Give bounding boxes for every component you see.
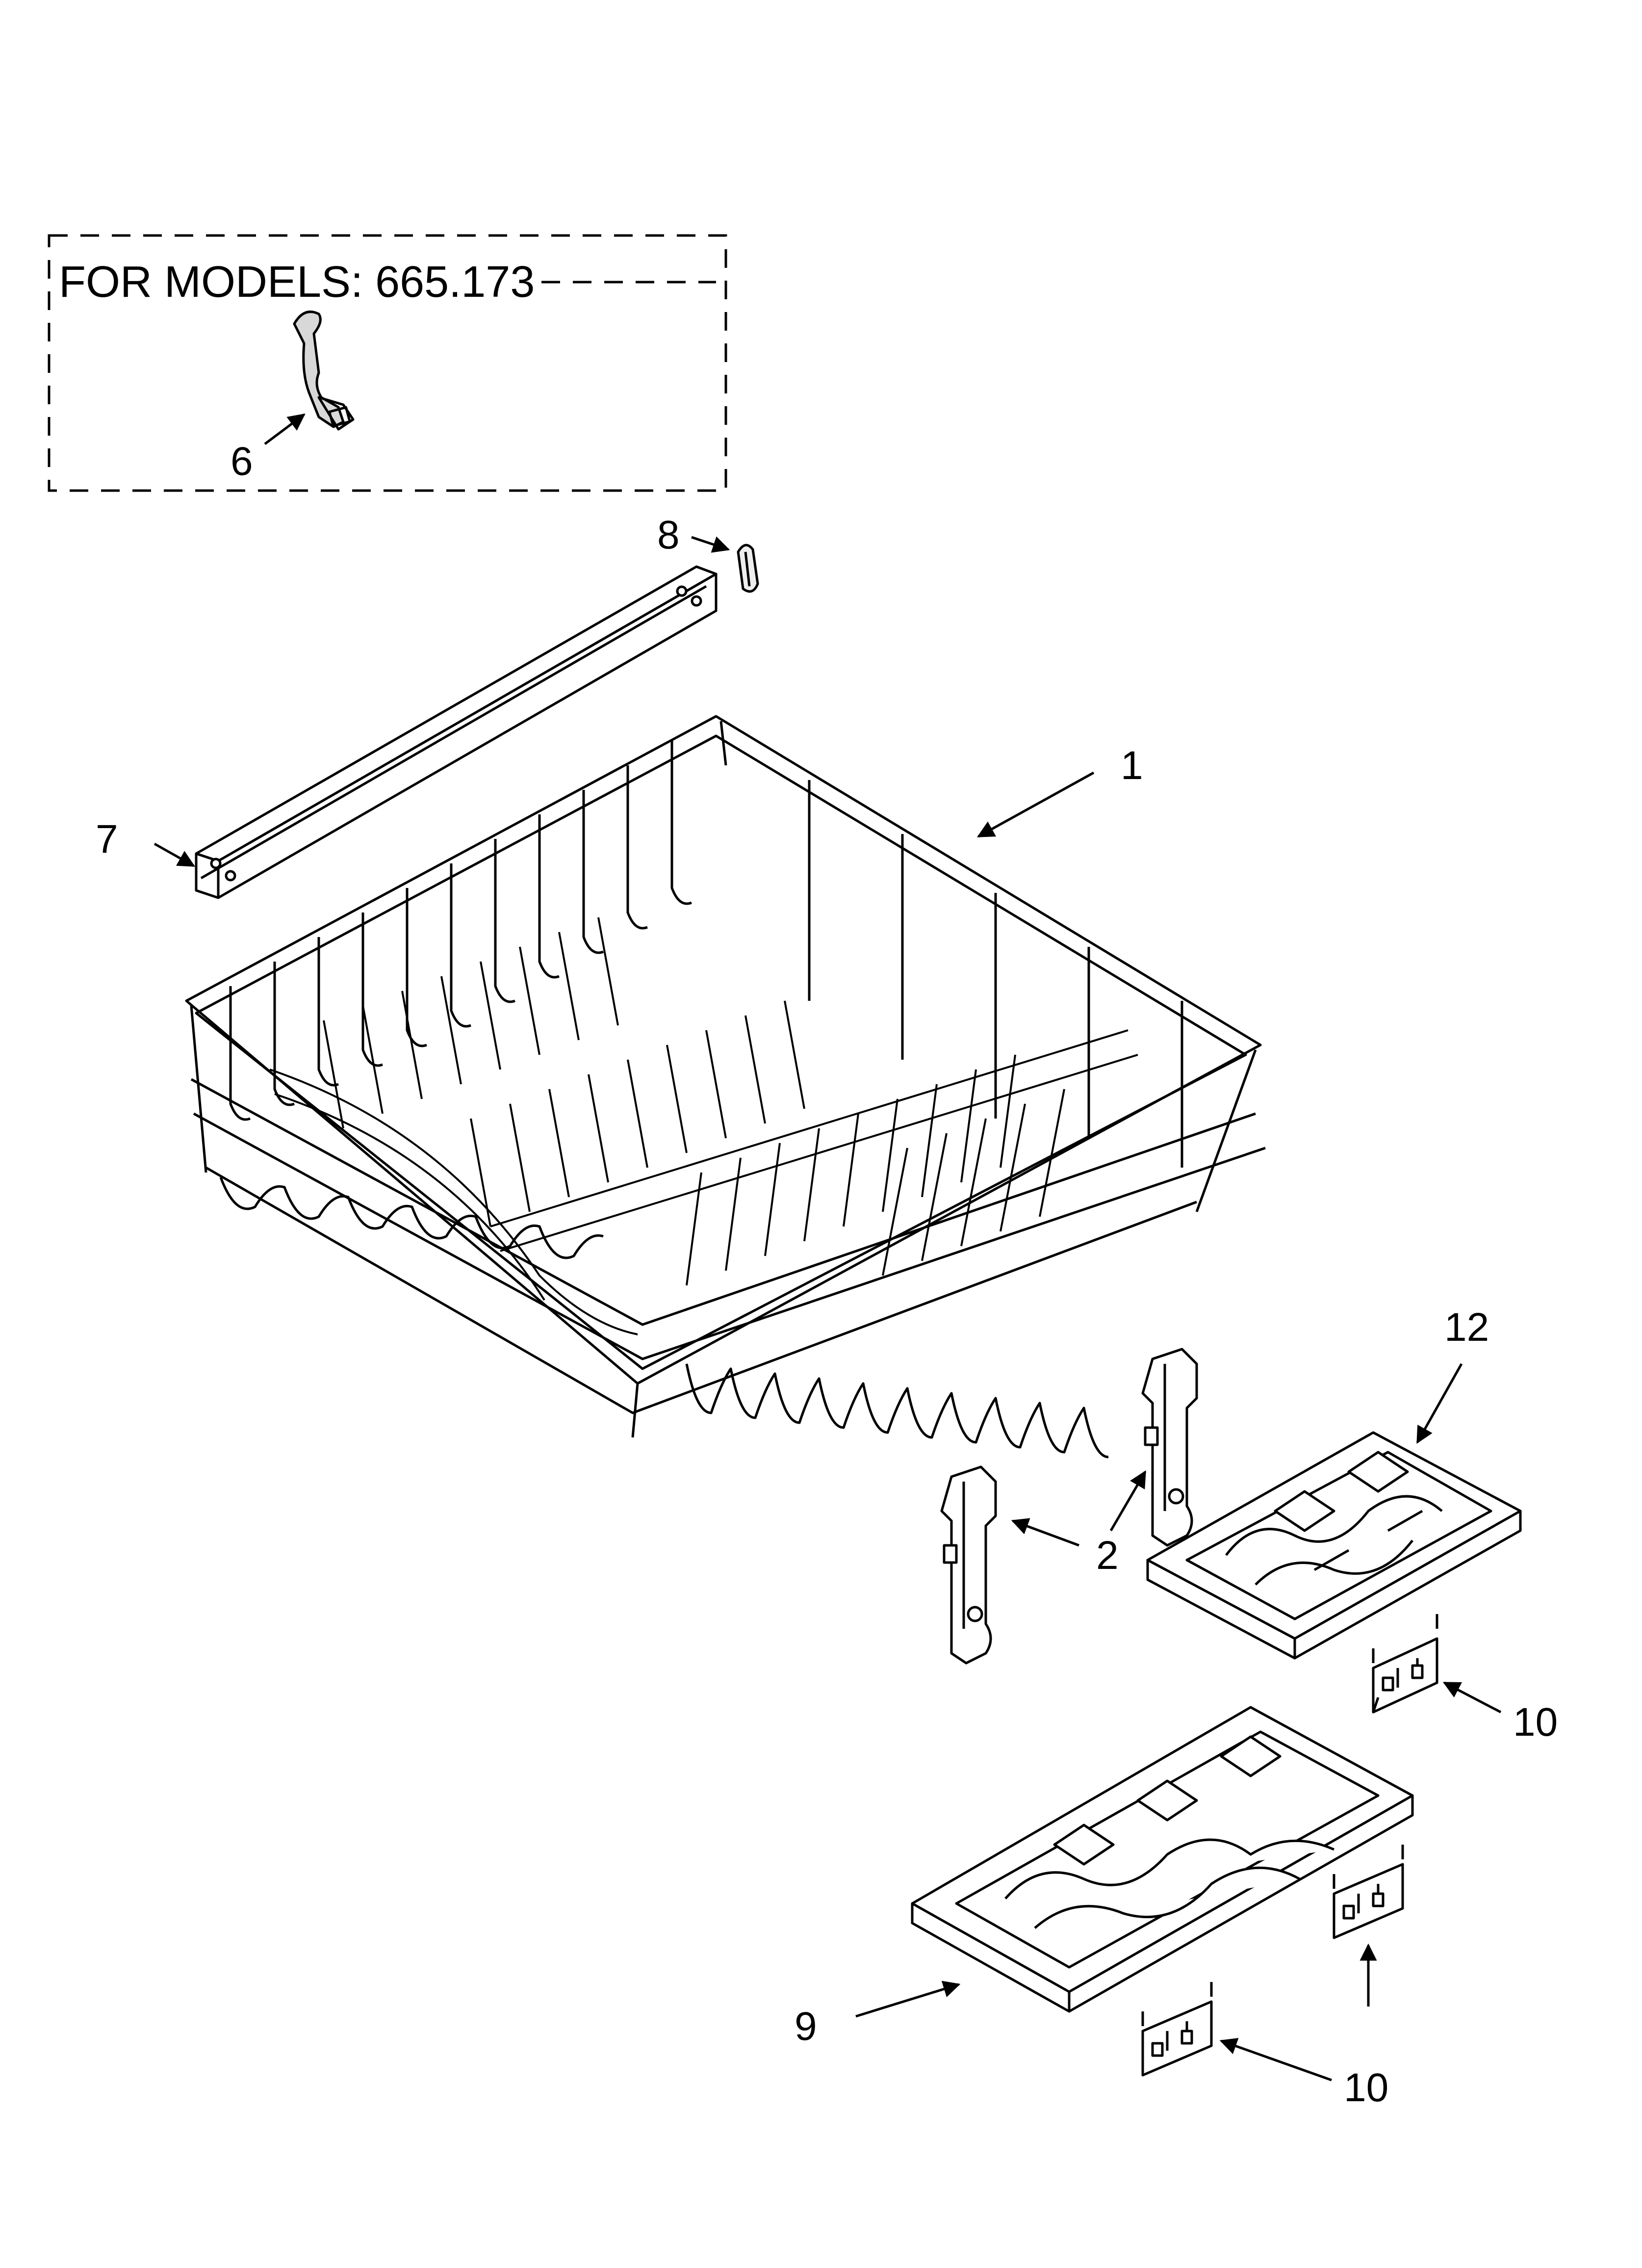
callout-12: 12 bbox=[1444, 1305, 1489, 1350]
models-box-border bbox=[48, 234, 727, 492]
leader-9 bbox=[855, 1981, 961, 2018]
leader-2a bbox=[1011, 1518, 1079, 1547]
callout-10-lower: 10 bbox=[1344, 2065, 1389, 2110]
part-10-clip-middle bbox=[1333, 1845, 1404, 1939]
callout-10-upper: 10 bbox=[1513, 1700, 1558, 1745]
part-12-tray bbox=[1146, 1431, 1522, 1660]
part-10-clip-lower bbox=[1141, 1982, 1213, 2077]
part-7-slide-rail bbox=[195, 565, 718, 899]
leader-2b bbox=[1109, 1470, 1147, 1532]
leader-7 bbox=[154, 842, 196, 867]
part-1-upper-rack bbox=[185, 715, 1266, 1459]
part-2-rack-adjuster-upper bbox=[1141, 1348, 1198, 1547]
leader-1 bbox=[976, 771, 1095, 838]
leader-12 bbox=[1416, 1363, 1463, 1444]
callout-8: 8 bbox=[657, 513, 680, 557]
part-2-rack-adjuster-lower bbox=[940, 1465, 997, 1665]
part-8-end-cap bbox=[737, 544, 759, 593]
callout-6: 6 bbox=[231, 439, 253, 484]
callout-1: 1 bbox=[1121, 743, 1143, 788]
part-10-clip-upper bbox=[1372, 1614, 1438, 1714]
models-box-title: FOR MODELS: 665.173 bbox=[59, 260, 540, 304]
leader-10a bbox=[1442, 1681, 1502, 1714]
leader-8 bbox=[691, 536, 730, 553]
part-9-tray bbox=[911, 1706, 1414, 2013]
part-6-adjuster-lever bbox=[293, 311, 355, 431]
callout-2: 2 bbox=[1096, 1533, 1119, 1578]
leader-10c bbox=[1219, 2038, 1332, 2082]
leader-6 bbox=[264, 413, 306, 445]
callout-9: 9 bbox=[795, 2004, 817, 2049]
callout-7: 7 bbox=[96, 817, 118, 861]
